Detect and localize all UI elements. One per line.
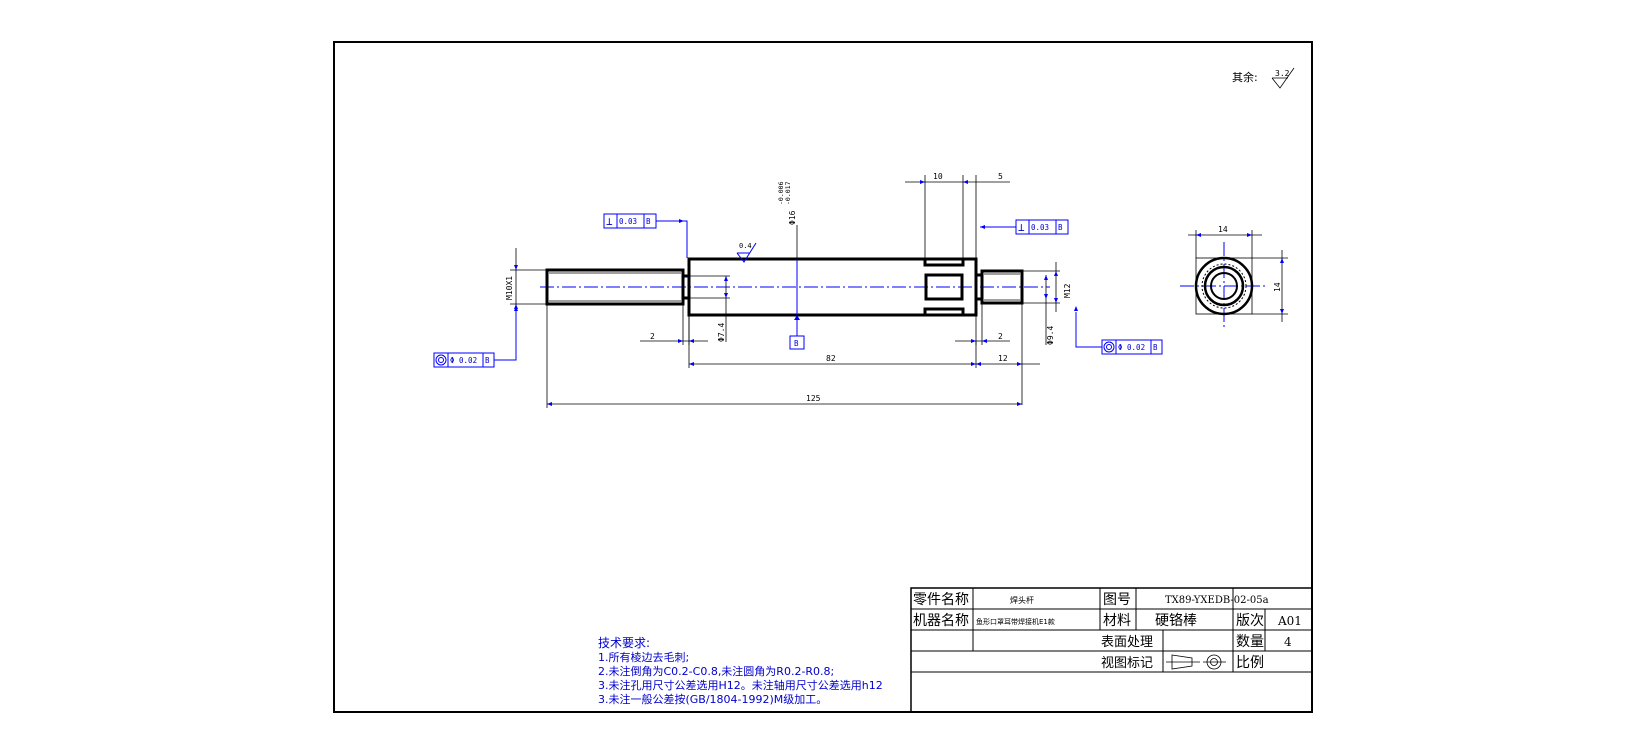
- machine-name-value: 鱼形口罩耳带焊接机E1款: [976, 617, 1055, 626]
- machine-name-label: 机器名称: [913, 613, 969, 629]
- svg-text:B: B: [1153, 343, 1158, 352]
- drawing-no-value: TX89-YXEDB-02-05a: [1165, 595, 1269, 606]
- note-line-4: 3.未注一般公差按(GB/1804-1992)M级加工。: [598, 692, 827, 706]
- qty-value: 4: [1284, 635, 1292, 649]
- roughness-label: 其余:: [1232, 70, 1258, 84]
- perpendicularity-icon: ⊥: [606, 215, 613, 228]
- view-label: 视图标记: [1101, 656, 1153, 671]
- note-line-3: 3.未注孔用尺寸公差选用H12。未注轴用尺寸公差选用h12: [598, 678, 883, 692]
- fcf-concentric-left: Φ 0.02 B: [433, 306, 518, 368]
- dim-10: 10: [933, 172, 943, 181]
- dim-phi16-tol-lower: -0.017: [784, 181, 792, 205]
- perpendicularity-icon: ⊥: [1018, 221, 1025, 234]
- dim-14-side: 14: [1273, 282, 1282, 292]
- svg-text:B: B: [794, 339, 799, 348]
- dim-phi16: Φ16: [788, 210, 797, 225]
- drawing-no-label: 图号: [1103, 592, 1131, 608]
- fcf-perpendicular-right: ⊥ 0.03 B: [980, 219, 1069, 235]
- svg-text:Φ 0.02: Φ 0.02: [1118, 343, 1145, 352]
- roughness-value: 3.2: [1275, 69, 1290, 78]
- dim-2-left: 2: [650, 332, 655, 341]
- qty-label: 数量: [1236, 634, 1264, 650]
- dim-phi16-tol-upper: -0.006: [777, 181, 785, 205]
- part-name-label: 零件名称: [913, 592, 969, 608]
- notes-title: 技术要求:: [598, 636, 650, 650]
- tolerance-frames: ⊥ 0.03 B ⊥ 0.03 B Φ 0.02 B: [433, 213, 1163, 368]
- datum-b-marker: B: [789, 315, 805, 350]
- roughness-symbol-icon: [1271, 67, 1295, 89]
- svg-text:0.03: 0.03: [1031, 223, 1049, 232]
- version-label: 版次: [1236, 613, 1264, 629]
- right-thread-section: [980, 269, 1024, 305]
- dim-14-top: 14: [1218, 225, 1228, 234]
- roughness-local-icon: [736, 242, 757, 263]
- body-groove-bottom: [923, 307, 965, 315]
- technical-notes: 技术要求: 1.所有棱边去毛刺; 2.未注倒角为C0.2-C0.8,未注圆角为R…: [598, 636, 883, 706]
- shaft-front-view: [540, 225, 1050, 317]
- dim-m10x1: M10X1: [505, 276, 514, 300]
- dim-12: 12: [998, 354, 1008, 363]
- sheet-border: [333, 41, 1313, 713]
- surface-label: 表面处理: [1101, 635, 1153, 650]
- material-value: 硬铬棒: [1155, 613, 1197, 629]
- part-name-value: 焊头杆: [1010, 595, 1034, 605]
- dim-82: 82: [826, 354, 836, 363]
- flat-window: [924, 273, 964, 301]
- note-line-1: 1.所有棱边去毛刺;: [598, 650, 689, 664]
- roughness-local-value: 0.4: [739, 242, 752, 250]
- version-value: A01: [1277, 614, 1302, 628]
- title-block: 零件名称 焊头杆 图号 TX89-YXEDB-02-05a 机器名称 鱼形口罩耳…: [910, 587, 1313, 713]
- svg-text:B: B: [1058, 223, 1063, 232]
- svg-text:B: B: [485, 356, 490, 365]
- projection-symbol-icon: [1166, 654, 1226, 670]
- fcf-concentric-right: Φ 0.02 B: [1074, 306, 1163, 355]
- fcf-perpendicular-left: ⊥ 0.03 B: [603, 213, 688, 258]
- roughness-note: 其余: 3.2: [1232, 67, 1295, 89]
- dimensions: 10 5 Φ16 -0.006 -0.017 M10X1 Φ7.4 2 2: [505, 172, 1072, 408]
- dim-m12: M12: [1063, 283, 1072, 298]
- svg-text:0.03: 0.03: [619, 217, 637, 226]
- shaft-end-view: 14 14: [1180, 225, 1288, 330]
- body-groove-top: [923, 259, 965, 267]
- scale-label: 比例: [1236, 655, 1264, 671]
- svg-text:Φ 0.02: Φ 0.02: [450, 356, 477, 365]
- note-line-2: 2.未注倒角为C0.2-C0.8,未注圆角为R0.2-R0.8;: [598, 664, 834, 678]
- dim-phi94: Φ9.4: [1046, 326, 1055, 345]
- dim-phi74: Φ7.4: [717, 323, 726, 342]
- dim-2-right: 2: [998, 332, 1003, 341]
- dim-125: 125: [806, 394, 821, 403]
- material-label: 材料: [1103, 613, 1131, 629]
- dim-5: 5: [998, 172, 1003, 181]
- svg-text:B: B: [646, 217, 651, 226]
